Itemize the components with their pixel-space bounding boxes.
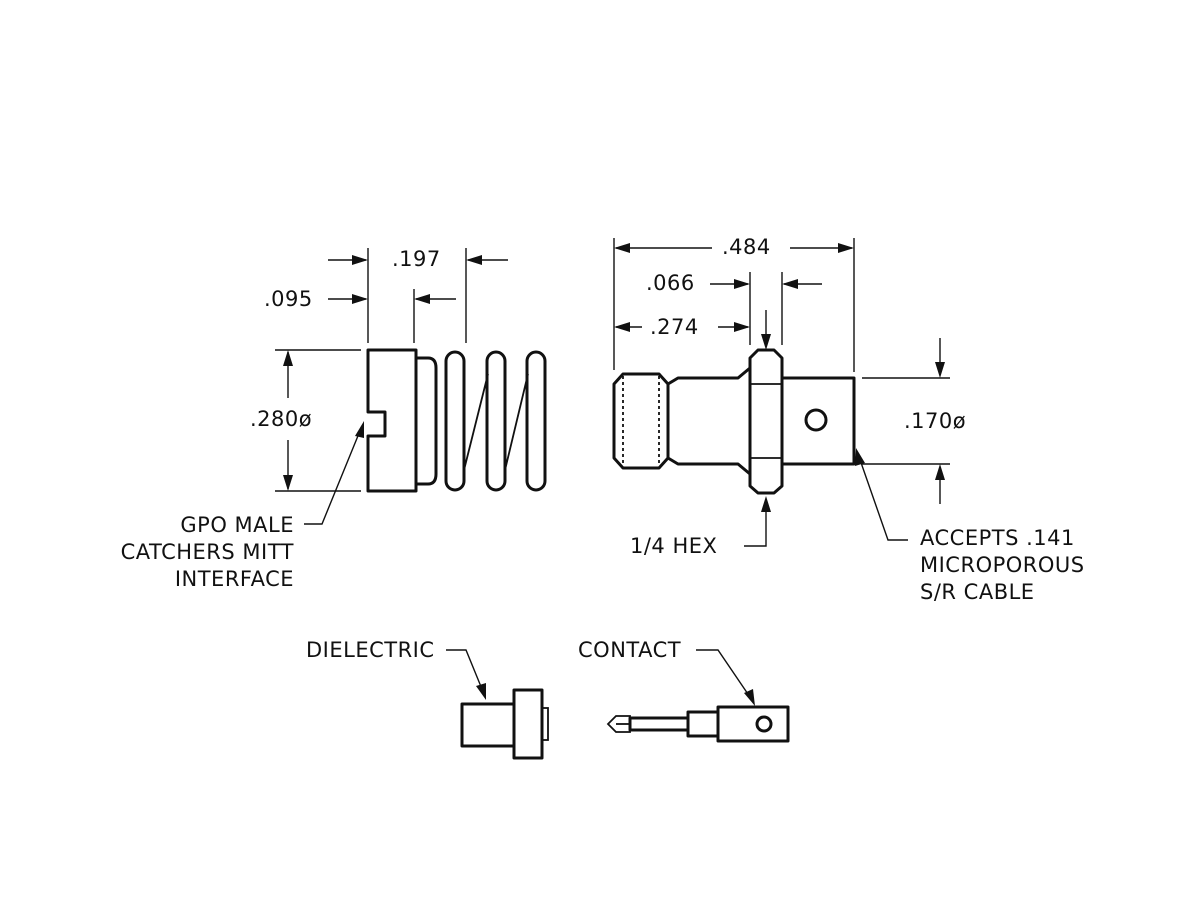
callout-cable-line-3: S/R CABLE xyxy=(920,580,1035,604)
callout-cable-line-2: MICROPOROUS xyxy=(920,553,1085,577)
callout-gpo-line-2: CATCHERS MITT xyxy=(120,540,294,564)
dim-body-front-length: .274 xyxy=(650,315,699,339)
dim-body-hex-width: .066 xyxy=(646,271,695,295)
callout-contact: CONTACT xyxy=(578,638,682,662)
callout-hex: 1/4 HEX xyxy=(630,534,718,558)
dim-catcher-diameter: .280ø xyxy=(250,407,313,431)
body-dimensions xyxy=(613,238,950,547)
dim-catcher-overall-length: .197 xyxy=(392,247,441,271)
callout-gpo-line-3: INTERFACE xyxy=(174,567,294,591)
catchers-mitt-part xyxy=(366,348,547,493)
callout-cable: ACCEPTS .141 MICROPOROUS S/R CABLE xyxy=(920,525,1085,606)
dim-body-overall-length: .484 xyxy=(722,235,771,259)
dielectric-part xyxy=(446,649,549,760)
callout-cable-line-1: ACCEPTS .141 xyxy=(920,526,1075,550)
dim-catcher-lip: .095 xyxy=(264,287,313,311)
callout-dielectric: DIELECTRIC xyxy=(306,638,435,662)
callout-gpo-interface: GPO MALE CATCHERS MITT INTERFACE xyxy=(94,512,294,593)
dim-body-cable-diameter: .170ø xyxy=(904,409,967,433)
catcher-dimensions xyxy=(275,248,508,525)
contact-part xyxy=(606,649,790,743)
connector-body-part xyxy=(612,348,856,495)
callout-gpo-line-1: GPO MALE xyxy=(180,513,294,537)
